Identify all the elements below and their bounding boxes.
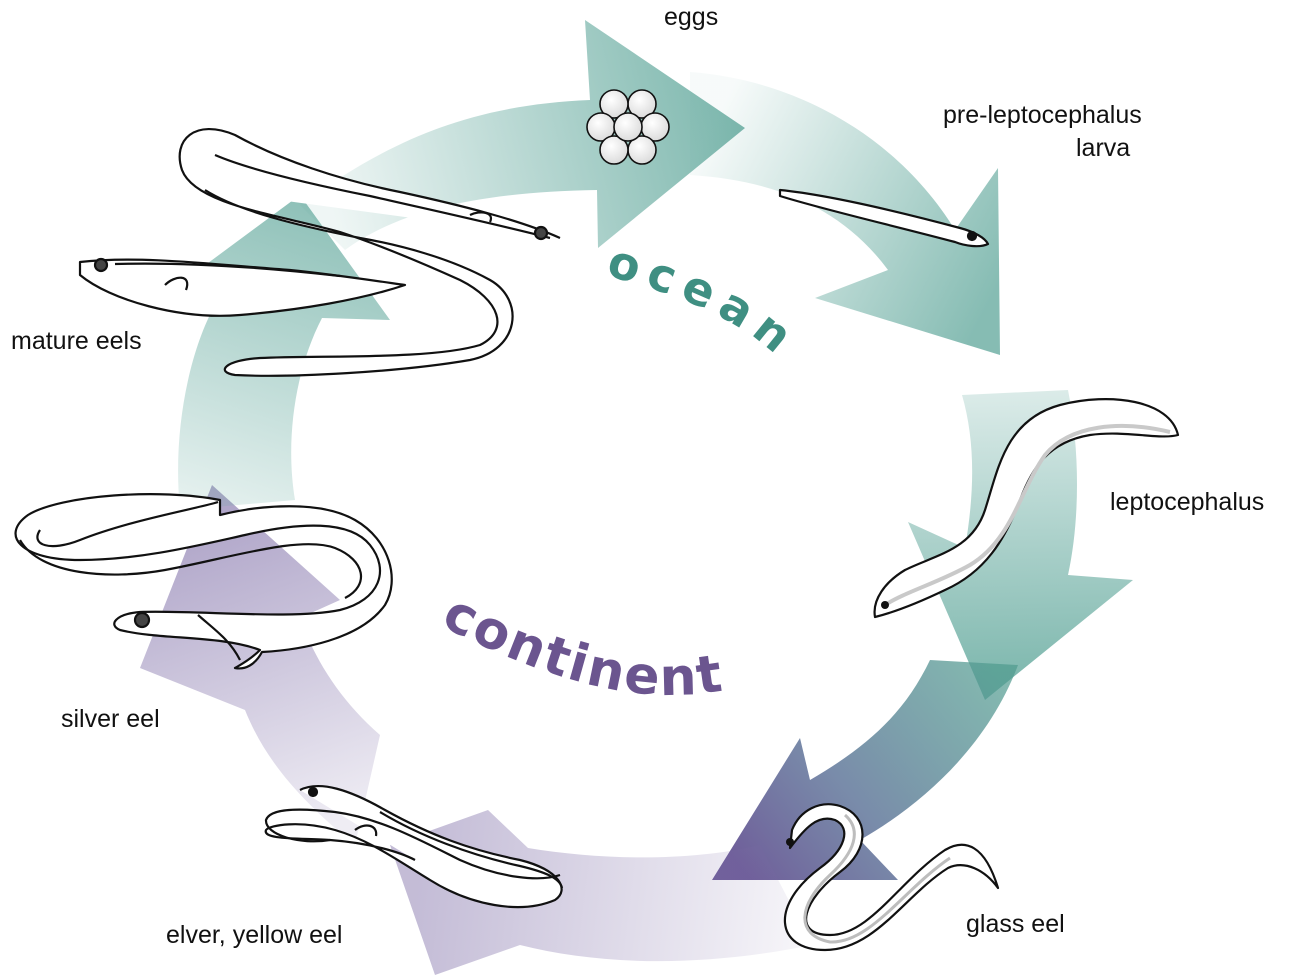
label-glass-eel: glass eel bbox=[966, 908, 1065, 941]
label-elver-yellow-eel: elver, yellow eel bbox=[166, 919, 342, 952]
label-pre-leptocephalus-line1: pre-leptocephalus bbox=[943, 99, 1142, 132]
ocean-label: ocean bbox=[602, 233, 810, 368]
label-pre-leptocephalus-line2: larva bbox=[1076, 132, 1130, 165]
arrow-to-eggs bbox=[300, 20, 745, 250]
ocean-label-text: ocean bbox=[602, 233, 810, 368]
label-eggs: eggs bbox=[664, 1, 718, 34]
label-leptocephalus: leptocephalus bbox=[1110, 486, 1264, 519]
label-mature-eels: mature eels bbox=[11, 325, 142, 358]
continent-label: continent bbox=[434, 583, 727, 709]
label-silver-eel: silver eel bbox=[61, 703, 160, 736]
continent-label-text: continent bbox=[434, 583, 727, 709]
